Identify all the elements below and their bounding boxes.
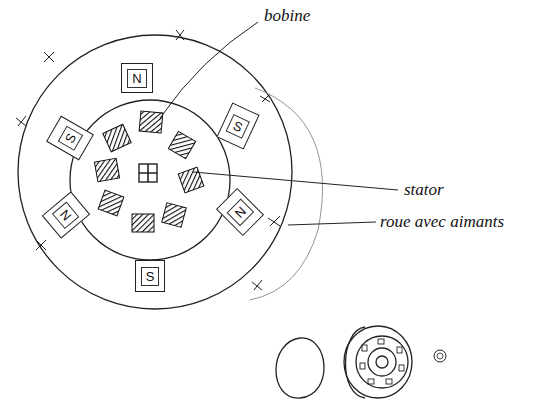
stator-outline (70, 100, 230, 260)
magnet: N (216, 188, 264, 236)
coils (94, 111, 203, 232)
magnet: N (42, 191, 90, 238)
leader-line (193, 172, 398, 190)
magnet-face: N (127, 69, 146, 88)
magnet-face: S (57, 125, 83, 151)
part-label: roue avec aimants (378, 212, 506, 232)
wheel-outline (18, 35, 292, 309)
magnet-face: S (141, 267, 160, 286)
small-circle (434, 350, 446, 362)
part-label: bobine (262, 6, 312, 26)
pole-letter: N (58, 207, 74, 223)
magnet: S (216, 102, 259, 149)
pole-letter: S (231, 118, 244, 133)
leader-line (288, 222, 376, 225)
leader-line (160, 22, 258, 118)
wheel-marks (16, 30, 280, 290)
part-label: stator (402, 180, 446, 200)
magnet-face: N (52, 201, 79, 228)
magnet: N (121, 63, 153, 93)
pole-letter: S (146, 270, 155, 283)
wheel-shadow (250, 88, 323, 300)
magnet: S (46, 116, 94, 161)
magnet-face: N (226, 198, 253, 225)
pole-letter: N (232, 204, 248, 220)
magnet: S (135, 260, 165, 292)
wheel-sketch (344, 326, 412, 398)
shaft (139, 164, 157, 182)
pole-letter: S (62, 131, 78, 145)
blob-sketch (276, 338, 324, 398)
pole-letter: N (132, 72, 141, 85)
magnet-face: S (226, 113, 251, 138)
